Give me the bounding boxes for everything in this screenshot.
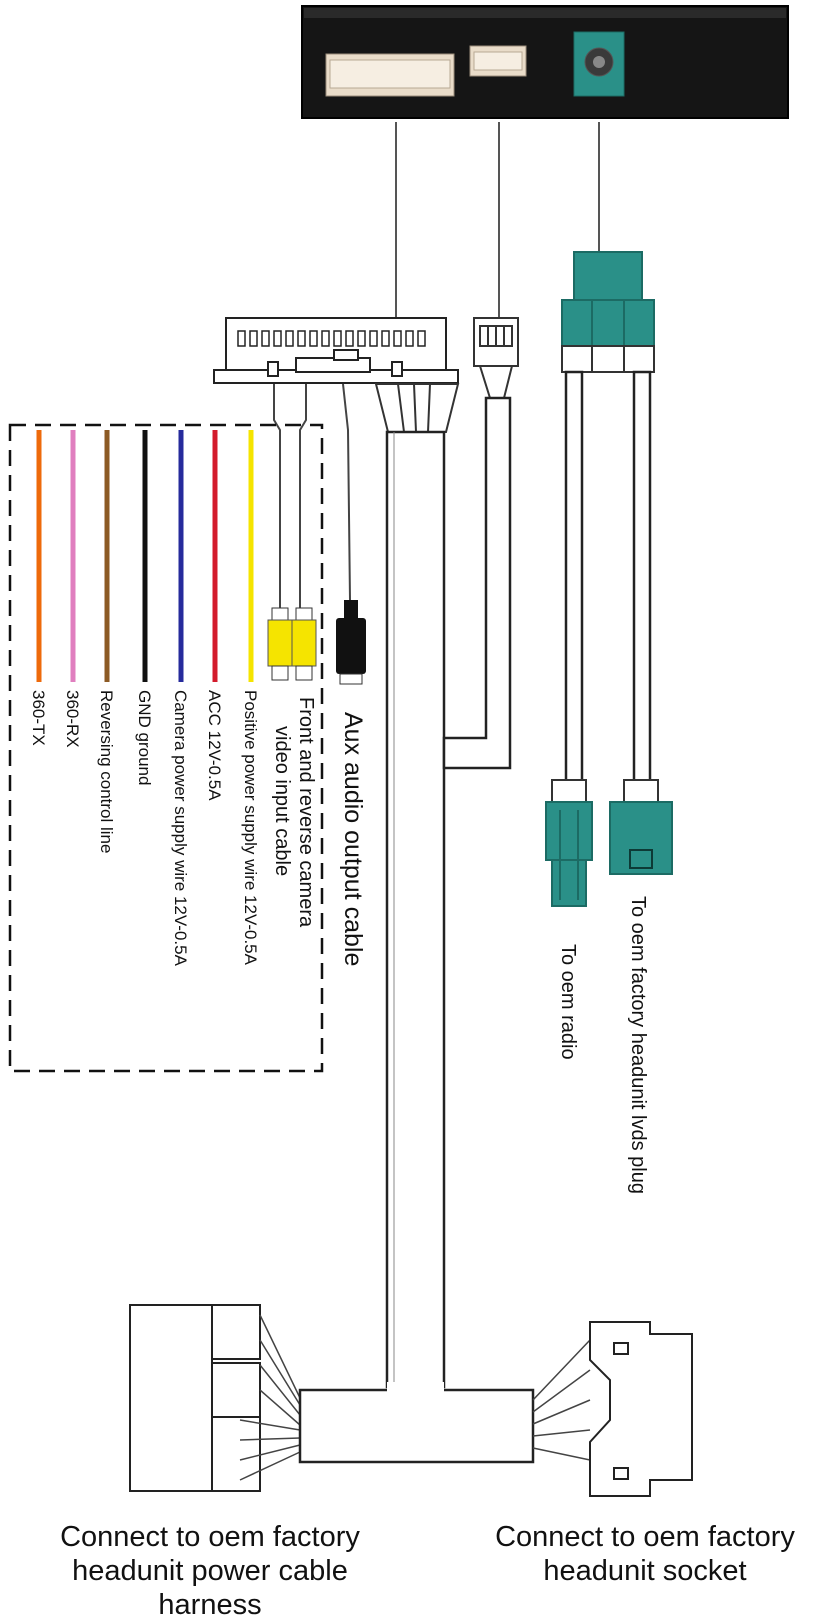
loose-wires: 360-TX 360-RX Reversing control line GND gr…: [29, 430, 260, 967]
aux-audio-label: Aux audio output cable: [339, 712, 367, 966]
power-harness-connector: [129, 1304, 301, 1492]
wire-label-1: 360-TX: [29, 690, 48, 746]
oem-radio-label: To oem radio: [557, 944, 579, 1060]
connector-pin: [285, 330, 294, 347]
interface-box: [301, 5, 789, 119]
wire-label-7: Positive power supply wire 12V-0.5A: [241, 690, 260, 966]
lvds-cables: [564, 370, 652, 784]
box-lvds-port: [573, 31, 625, 97]
connector-pin: [405, 330, 414, 347]
connector-pin: [381, 330, 390, 347]
small-cable: [442, 396, 512, 770]
connector-pin: [297, 330, 306, 347]
rca-plug-yellow-1: [267, 607, 293, 681]
camera-label-line2: video input cable: [271, 726, 293, 876]
connector-pin: [417, 330, 426, 347]
main-harness-connector: [213, 317, 459, 384]
camera-label-line1: Front and reverse camera: [295, 697, 317, 928]
rca-plug-yellow-2: [291, 607, 317, 681]
lvds-plug-label: To oem factory headunit lvds plug: [627, 896, 649, 1194]
connector-pin: [345, 330, 354, 347]
connector-pin: [237, 330, 246, 347]
wire-label-4: GND ground: [135, 690, 154, 785]
camera-rca-leads: [273, 383, 351, 610]
connector-pin: [309, 330, 318, 347]
main-cable-fan: [374, 383, 460, 433]
connector-pin: [249, 330, 258, 347]
connector-pin: [393, 330, 402, 347]
lvds-plug-headunit: [609, 779, 673, 875]
camera-cable-label: Front and reverse camera video input cab…: [271, 697, 317, 928]
box-main-connector-port: [325, 53, 455, 97]
connector-pin: [321, 330, 330, 347]
lvds-plug-radio: [545, 779, 593, 907]
socket-caption: Connect to oem factory headunit socket: [495, 1521, 795, 1587]
headunit-socket-connector: [532, 1321, 693, 1497]
wire-label-3: Reversing control line: [97, 690, 116, 853]
loose-wires-dashed-frame: [8, 423, 324, 1073]
box-leads: [395, 122, 600, 318]
small-connector: [473, 317, 519, 399]
connector-pin: [369, 330, 378, 347]
connector-pin: [261, 330, 270, 347]
box-small-connector-port: [469, 45, 527, 77]
connector-pin: [333, 330, 342, 347]
connector-pin: [273, 330, 282, 347]
wire-label-6: ACC 12V-0.5A: [205, 690, 224, 801]
wire-label-5: Camera power supply wire 12V-0.5A: [171, 690, 190, 967]
power-harness-caption: Connect to oem factory headunit power ca…: [60, 1521, 360, 1621]
lvds-splitter: [561, 251, 655, 373]
connector-pin: [357, 330, 366, 347]
harness-crossbar: [298, 1382, 535, 1464]
main-cable-trunk: [385, 430, 446, 1389]
aux-audio-plug: [336, 600, 366, 685]
wire-label-2: 360-RX: [63, 690, 82, 748]
